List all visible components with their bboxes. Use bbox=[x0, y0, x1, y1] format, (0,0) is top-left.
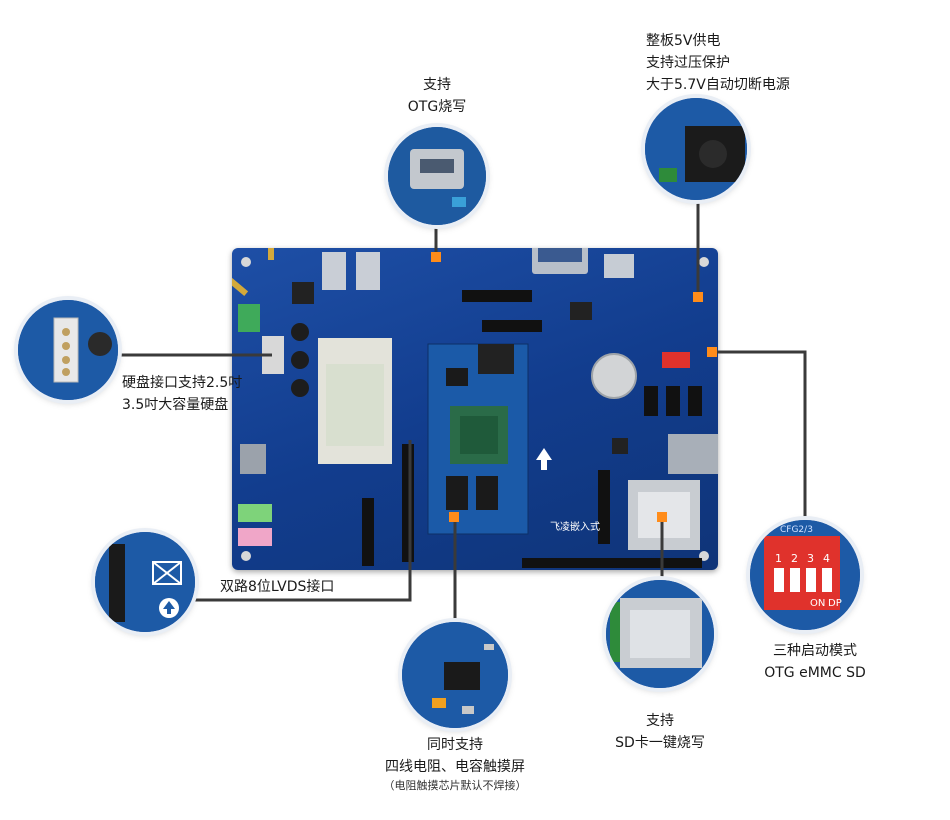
sd-label-line2: SD卡一键烧写 bbox=[615, 735, 705, 751]
sd-marker bbox=[657, 512, 667, 522]
sd-label-line1: 支持 bbox=[646, 713, 674, 729]
hdd-zoom-circle bbox=[18, 300, 118, 400]
power-label-line1: 整板5V供电 bbox=[646, 33, 721, 49]
sd-label: 支持 SD卡一键烧写 bbox=[600, 710, 720, 754]
lvds-label-line1: 双路8位LVDS接口 bbox=[220, 579, 335, 595]
lvds-label: 双路8位LVDS接口 bbox=[220, 576, 334, 598]
power-label: 整板5V供电 支持过压保护 大于5.7V自动切断电源 bbox=[646, 30, 790, 96]
hdd-label: 硬盘接口支持2.5吋 3.5吋大容量硬盘 bbox=[122, 372, 242, 416]
touch-label-line2: 四线电阻、电容触摸屏 bbox=[385, 759, 525, 775]
power-marker bbox=[693, 292, 703, 302]
touch-zoom-circle bbox=[402, 622, 508, 728]
lvds-leader bbox=[195, 440, 412, 602]
power-label-line3: 大于5.7V自动切断电源 bbox=[646, 77, 790, 93]
touch-marker bbox=[449, 512, 459, 522]
board-graphic: 飞凌嵌入式 bbox=[225, 236, 718, 568]
hdd-label-line1: 硬盘接口支持2.5吋 bbox=[122, 375, 243, 391]
touch-label-note: （电阻触摸芯片默认不焊接） bbox=[383, 779, 527, 792]
hdd-label-line2: 3.5吋大容量硬盘 bbox=[122, 397, 229, 413]
otg-label-line1: 支持 bbox=[423, 77, 451, 93]
touch-label-line1: 同时支持 bbox=[427, 737, 483, 753]
boot-label-line2: OTG eMMC SD bbox=[764, 665, 866, 681]
boot-zoom-circle: 1 2 3 4 ON DP CFG2/3 bbox=[750, 520, 860, 630]
switch-num-1: 1 bbox=[775, 552, 782, 565]
otg-marker bbox=[431, 252, 441, 262]
otg-label: 支持 OTG烧写 bbox=[392, 74, 482, 118]
power-zoom-circle bbox=[645, 98, 747, 200]
boot-label-line1: 三种启动模式 bbox=[773, 643, 857, 659]
switch-num-3: 3 bbox=[807, 552, 814, 565]
switch-model-text: CFG2/3 bbox=[780, 525, 813, 535]
board-brand-text: 飞凌嵌入式 bbox=[550, 520, 600, 533]
switch-dp-text: DP bbox=[828, 598, 842, 609]
switch-num-2: 2 bbox=[791, 552, 798, 565]
lvds-zoom-circle bbox=[95, 532, 195, 632]
dev-board: 飞凌嵌入式 bbox=[225, 236, 718, 570]
touch-label: 同时支持 四线电阻、电容触摸屏 （电阻触摸芯片默认不焊接） bbox=[355, 734, 555, 794]
boot-leader bbox=[712, 350, 807, 520]
sd-zoom-circle bbox=[606, 580, 714, 688]
power-label-line2: 支持过压保护 bbox=[646, 55, 730, 71]
otg-zoom-circle bbox=[388, 127, 486, 225]
otg-label-line2: OTG烧写 bbox=[407, 99, 467, 115]
switch-on-text: ON bbox=[810, 598, 825, 609]
boot-marker bbox=[707, 347, 717, 357]
boot-label: 三种启动模式 OTG eMMC SD bbox=[750, 640, 880, 684]
switch-num-4: 4 bbox=[823, 552, 830, 565]
